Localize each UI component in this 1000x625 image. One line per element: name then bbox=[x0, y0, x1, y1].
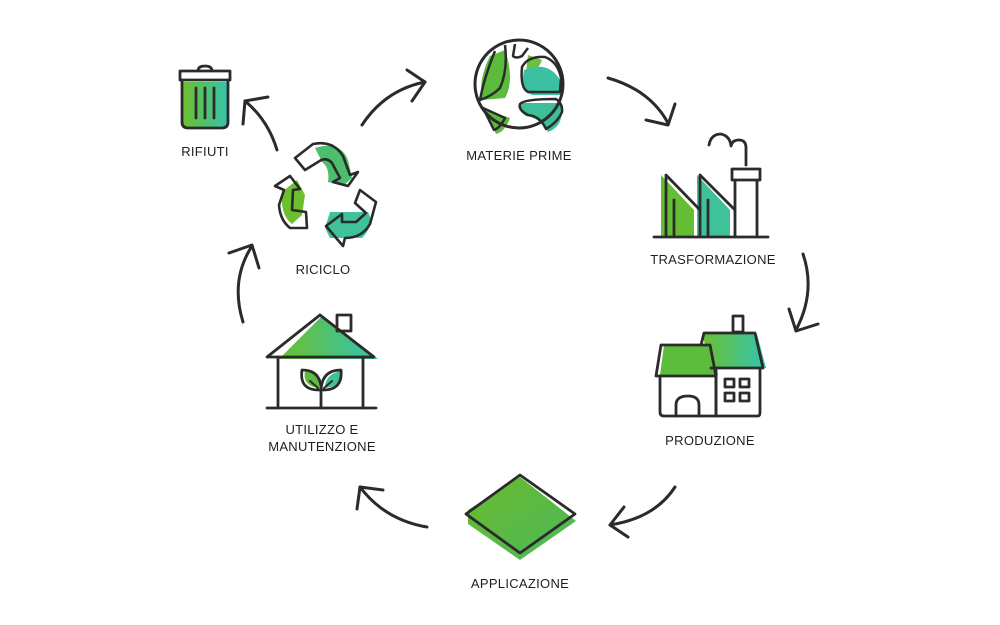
recycle-icon bbox=[273, 141, 378, 248]
stage-label-materie-prime: MATERIE PRIME bbox=[466, 148, 572, 163]
arrow-materie-prime-to-trasformazione bbox=[606, 76, 677, 127]
stage-label-rifiuti: RIFIUTI bbox=[181, 144, 229, 159]
stage-label-riciclo: RICICLO bbox=[295, 262, 351, 277]
arrow-riciclo-to-rifiuti bbox=[241, 95, 279, 152]
arrow-utilizzo-to-riciclo bbox=[227, 243, 261, 324]
stage-label-utilizzo-line1: UTILIZZO E bbox=[285, 422, 359, 437]
globe-icon bbox=[473, 38, 565, 134]
stage-label-utilizzo-line2: MANUTENZIONE bbox=[268, 439, 376, 454]
tile-icon bbox=[464, 473, 577, 560]
arrow-trasformazione-to-produzione bbox=[787, 252, 820, 333]
houses-icon bbox=[654, 314, 766, 418]
arrow-applicazione-to-utilizzo bbox=[355, 485, 429, 529]
trash-bin-icon bbox=[178, 64, 232, 130]
arrow-riciclo-to-materie-prime bbox=[360, 68, 427, 127]
arrow-produzione-to-applicazione bbox=[608, 485, 677, 539]
factory-icon bbox=[652, 132, 770, 239]
stage-label-trasformazione: TRASFORMAZIONE bbox=[650, 252, 776, 267]
house-plant-icon bbox=[265, 313, 378, 410]
stage-label-produzione: PRODUZIONE bbox=[665, 433, 755, 448]
stage-label-applicazione: APPLICAZIONE bbox=[470, 576, 570, 591]
